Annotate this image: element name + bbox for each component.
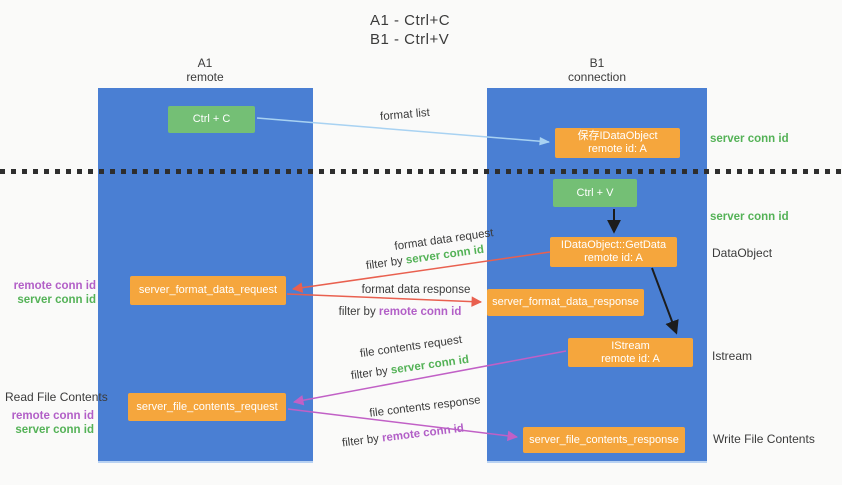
server-file-contents-response-label: server_file_contents_response [529, 433, 679, 446]
ctrl-v-box: Ctrl + V [553, 179, 637, 207]
istream-side-label: Istream [712, 349, 753, 363]
getdata-line2: remote id: A [584, 252, 643, 264]
filter-by-text: filter by [341, 433, 380, 450]
remote-conn-id-text: remote conn id [381, 422, 465, 445]
server-conn-id-text: server conn id [390, 353, 470, 377]
remote-conn-id-left-bottom: remote conn id [11, 410, 94, 422]
read-file-contents-label: Read File Contents [5, 390, 108, 404]
dataobject-side-label: DataObject [712, 246, 773, 260]
format-list-label: format list [379, 106, 431, 124]
write-file-contents-label: Write File Contents [713, 432, 815, 446]
server-format-data-response-box: server_format_data_response [487, 289, 644, 316]
column-header-b1: B1 connection [517, 57, 677, 85]
ctrl-c-box: Ctrl + C [168, 106, 255, 133]
divider-dashed-line [0, 169, 842, 174]
istream-line1: IStream [611, 339, 650, 352]
server-format-data-response-label: server_format_data_response [492, 296, 639, 308]
remote-conn-id-left: remote conn id [13, 280, 96, 292]
file-contents-response-filter-label: filter by remote conn id [341, 423, 464, 450]
ctrl-v-label: Ctrl + V [576, 186, 614, 199]
column-b1-subtitle: connection [567, 70, 627, 84]
getdata-line1: IDataObject::GetData [560, 239, 667, 251]
conn-id-left-bottom-block: remote conn id server conn id [10, 409, 94, 437]
server-file-contents-response-box: server_file_contents_response [523, 427, 685, 453]
save-idataobject-line2: remote id: A [588, 143, 647, 155]
istream-line2: remote id: A [601, 352, 660, 365]
format-data-response-filter-label: filter by remote conn id [339, 306, 462, 318]
save-idataobject-line1: 保存IDataObject [577, 130, 658, 142]
column-b1-name: B1 [589, 56, 605, 70]
idataobject-getdata-box: IDataObject::GetData remote id: A [550, 237, 677, 267]
remote-conn-id-text: remote conn id [378, 306, 462, 318]
ctrl-c-label: Ctrl + C [192, 113, 231, 125]
column-a1-name: A1 [197, 56, 213, 70]
filter-by-text: filter by [365, 255, 404, 273]
filter-by-text: filter by [338, 306, 376, 318]
server-file-contents-request-label: server_file_contents_request [136, 400, 278, 413]
server-file-contents-request-box: server_file_contents_request [128, 393, 286, 421]
diagram-title: A1 - Ctrl+C B1 - Ctrl+V [370, 11, 450, 49]
title-line-a1: A1 - Ctrl+C [370, 12, 451, 29]
save-idataobject-box: 保存IDataObject remote id: A [555, 128, 680, 158]
title-line-b1: B1 - Ctrl+V [370, 31, 450, 48]
conn-id-left-mid-block: remote conn id server conn id [10, 279, 96, 307]
server-conn-id-right-mid: server conn id [710, 211, 789, 223]
column-a1-subtitle: remote [186, 70, 224, 84]
server-conn-id-right-top: server conn id [710, 133, 789, 145]
filter-by-text: filter by [350, 365, 389, 383]
server-conn-id-left-bottom: server conn id [15, 424, 94, 436]
file-contents-response-label: file contents response [368, 394, 482, 420]
server-format-data-request-label: server_format_data_request [138, 284, 278, 296]
istream-box: IStream remote id: A [568, 338, 693, 367]
server-conn-id-left: server conn id [17, 294, 96, 306]
server-format-data-request-box: server_format_data_request [130, 276, 286, 305]
column-header-a1: A1 remote [125, 57, 285, 85]
format-data-response-label: format data response [361, 284, 471, 296]
